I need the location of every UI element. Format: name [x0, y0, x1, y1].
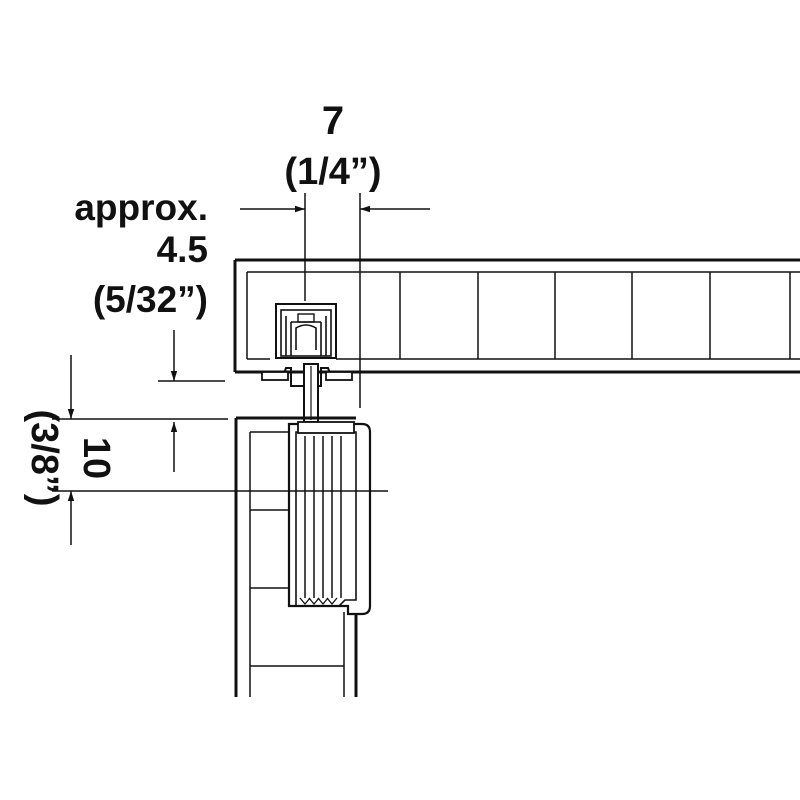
width-metric-label: 7 [322, 99, 344, 143]
offset-imperial-label: (5/32”) [93, 279, 208, 320]
width-dimension: 7 (1/4”) [240, 99, 430, 408]
hinge-body [287, 421, 372, 616]
offset-prefix-label: approx. [74, 187, 208, 228]
hinge-housing [261, 303, 353, 387]
hinge-pin [303, 363, 319, 423]
offset-metric-label: 4.5 [157, 229, 208, 270]
gap-metric-label: 10 [75, 437, 117, 479]
vertical-panel [234, 416, 358, 697]
offset-dimension: approx. 4.5 (5/32”) [74, 187, 225, 382]
width-imperial-label: (1/4”) [284, 151, 381, 193]
gap-dimension: 10 (3/8”) [23, 355, 388, 545]
gap-imperial-label: (3/8”) [23, 409, 65, 506]
